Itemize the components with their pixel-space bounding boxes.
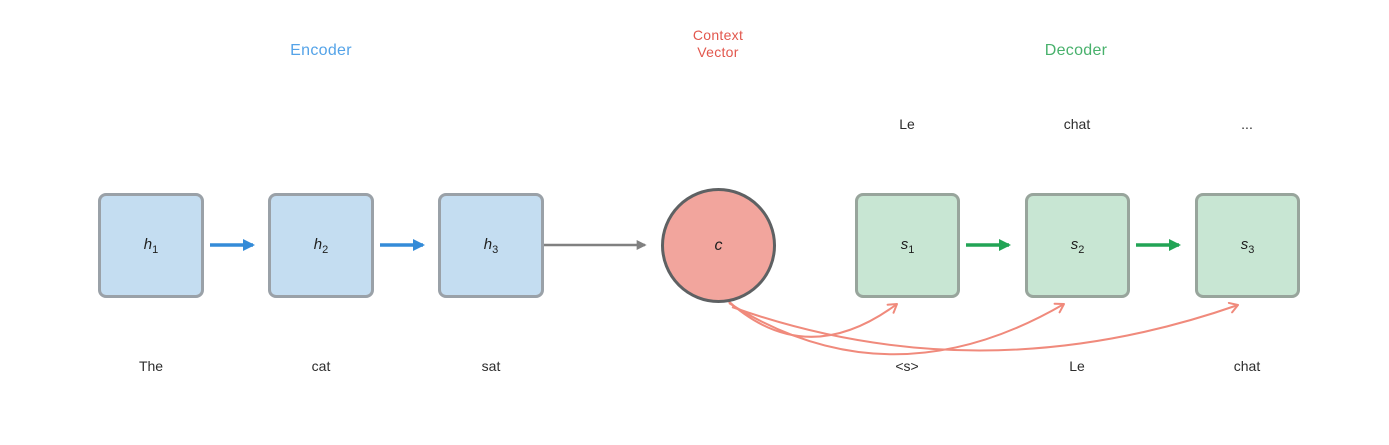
encoder-state-box-2: h2: [268, 193, 374, 298]
decoder-state-label: s2: [1070, 235, 1085, 256]
decoder-output-word: ...: [1241, 116, 1253, 132]
encoder-input-word: cat: [311, 358, 331, 374]
encoder-state-box-1: h1: [98, 193, 204, 298]
decoder-input-word: <s>: [895, 358, 919, 374]
context-symbol: c: [714, 236, 723, 254]
decoder-state-box-1: s1: [855, 193, 960, 298]
encoder-state-label: h1: [143, 235, 159, 256]
decoder-state-box-2: s2: [1025, 193, 1130, 298]
attention-arrow-3: [731, 301, 1239, 352]
encoder-state-label: h3: [483, 235, 499, 256]
encoder-input-word: The: [138, 358, 164, 374]
decoder-section-label: Decoder: [1044, 42, 1108, 59]
encoder-state-box-3: h3: [438, 193, 544, 298]
encoder-input-word: sat: [481, 358, 501, 374]
decoder-output-word: chat: [1063, 116, 1091, 132]
encoder-state-label: h2: [313, 235, 329, 256]
decoder-state-label: s1: [900, 235, 915, 256]
attention-arrow-1: [725, 298, 898, 338]
decoder-state-box-3: s3: [1195, 193, 1300, 298]
context-vector-circle: c: [661, 188, 776, 303]
context-vector-label: Context Vector: [692, 27, 744, 60]
decoder-input-word: chat: [1233, 358, 1261, 374]
decoder-state-label: s3: [1240, 235, 1255, 256]
decoder-output-word: Le: [899, 116, 915, 132]
attention-arrow-2: [728, 302, 1065, 356]
encoder-section-label: Encoder: [290, 42, 352, 59]
decoder-input-word: Le: [1069, 358, 1085, 374]
